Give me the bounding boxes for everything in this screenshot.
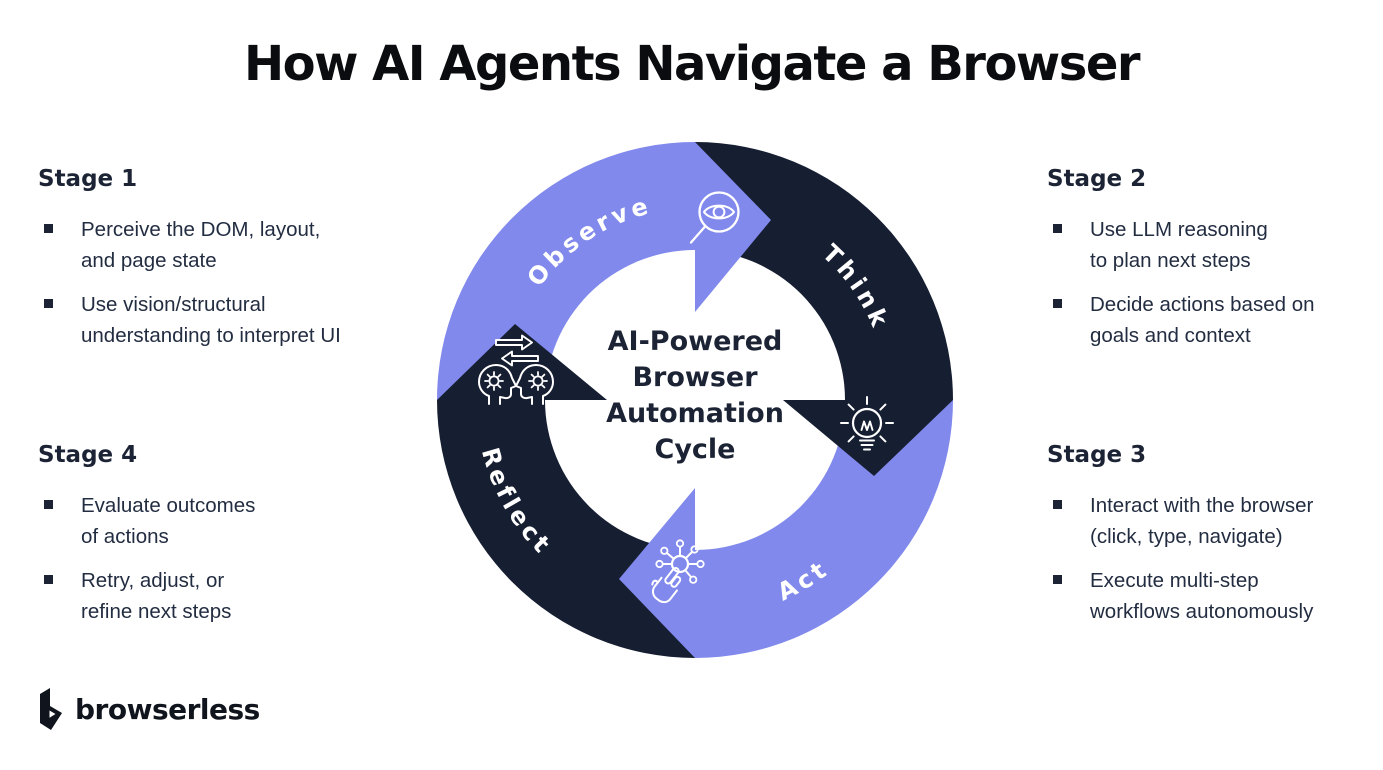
browserless-logo-text: browserless	[75, 692, 260, 726]
stage-1-heading: Stage 1	[38, 166, 138, 192]
browserless-logo: browserless	[34, 686, 260, 732]
reflect-arc-segment	[437, 400, 695, 658]
bullet-line: workflows autonomously	[1090, 600, 1314, 623]
heads-exchange-icon	[478, 334, 554, 405]
bullet-line: Use vision/structural	[81, 293, 266, 316]
think-arc-segment	[695, 142, 953, 400]
bullet-line: Evaluate outcomes	[81, 494, 256, 517]
bullet-square-icon	[44, 224, 53, 233]
bullet-square-icon	[44, 575, 53, 584]
click-network-icon	[651, 539, 705, 604]
eye-magnifier-icon	[689, 191, 740, 244]
browserless-logo-icon	[40, 688, 62, 730]
bullet-line: Decide actions based on	[1090, 293, 1315, 316]
bullet-line: of actions	[81, 525, 169, 548]
bullet-line: Execute multi-step	[1090, 569, 1259, 592]
observe-arc-segment	[437, 142, 695, 400]
stage-4-block: Stage 4 Evaluate outcomes of actions Ret…	[38, 442, 410, 640]
bullet-item: Retry, adjust, or refine next steps	[38, 565, 410, 627]
bullet-square-icon	[1053, 575, 1062, 584]
act-arrowhead	[619, 488, 695, 658]
bullet-square-icon	[1053, 299, 1062, 308]
cycle-center-line: AI-Powered	[607, 326, 783, 357]
bullet-line: refine next steps	[81, 600, 232, 623]
bullet-line: (click, type, navigate)	[1090, 525, 1283, 548]
bullet-line: Use LLM reasoning	[1090, 218, 1268, 241]
bullet-square-icon	[44, 500, 53, 509]
cycle-center-line: Automation	[606, 398, 784, 429]
lightbulb-icon	[840, 396, 894, 451]
infographic-title: How AI Agents Navigate a Browser	[243, 36, 1141, 92]
stage-3-heading: Stage 3	[1047, 442, 1147, 468]
bullet-line: Perceive the DOM, layout,	[81, 218, 321, 241]
bullet-square-icon	[1053, 224, 1062, 233]
bullet-square-icon	[1053, 500, 1062, 509]
bullet-line: and page state	[81, 249, 217, 272]
bullet-line: goals and context	[1090, 324, 1251, 347]
bullet-item: Decide actions based on goals and contex…	[1047, 289, 1383, 351]
bullet-item: Perceive the DOM, layout, and page state	[38, 214, 410, 276]
stage-2-block: Stage 2 Use LLM reasoning to plan next s…	[1047, 166, 1383, 364]
bullet-line: to plan next steps	[1090, 249, 1251, 272]
stage-4-heading: Stage 4	[38, 442, 138, 468]
bullet-item: Use LLM reasoning to plan next steps	[1047, 214, 1383, 276]
bullet-line: understanding to interpret UI	[81, 324, 341, 347]
bullet-square-icon	[44, 299, 53, 308]
bullet-item: Evaluate outcomes of actions	[38, 490, 410, 552]
bullet-line: Retry, adjust, or	[81, 569, 225, 592]
stage-2-heading: Stage 2	[1047, 166, 1147, 192]
cycle-center-line: Browser	[632, 362, 758, 393]
cycle-center-line: Cycle	[654, 434, 736, 465]
stage-3-block: Stage 3 Interact with the browser (click…	[1047, 442, 1383, 640]
stage-1-block: Stage 1 Perceive the DOM, layout, and pa…	[38, 166, 410, 364]
act-arc-segment	[695, 400, 953, 658]
bullet-item: Use vision/structural understanding to i…	[38, 289, 410, 351]
bullet-item: Interact with the browser (click, type, …	[1047, 490, 1383, 552]
bullet-item: Execute multi-step workflows autonomousl…	[1047, 565, 1383, 627]
bullet-line: Interact with the browser	[1090, 494, 1314, 517]
cycle-center-text: AI-Powered Browser Automation Cycle	[535, 324, 855, 468]
